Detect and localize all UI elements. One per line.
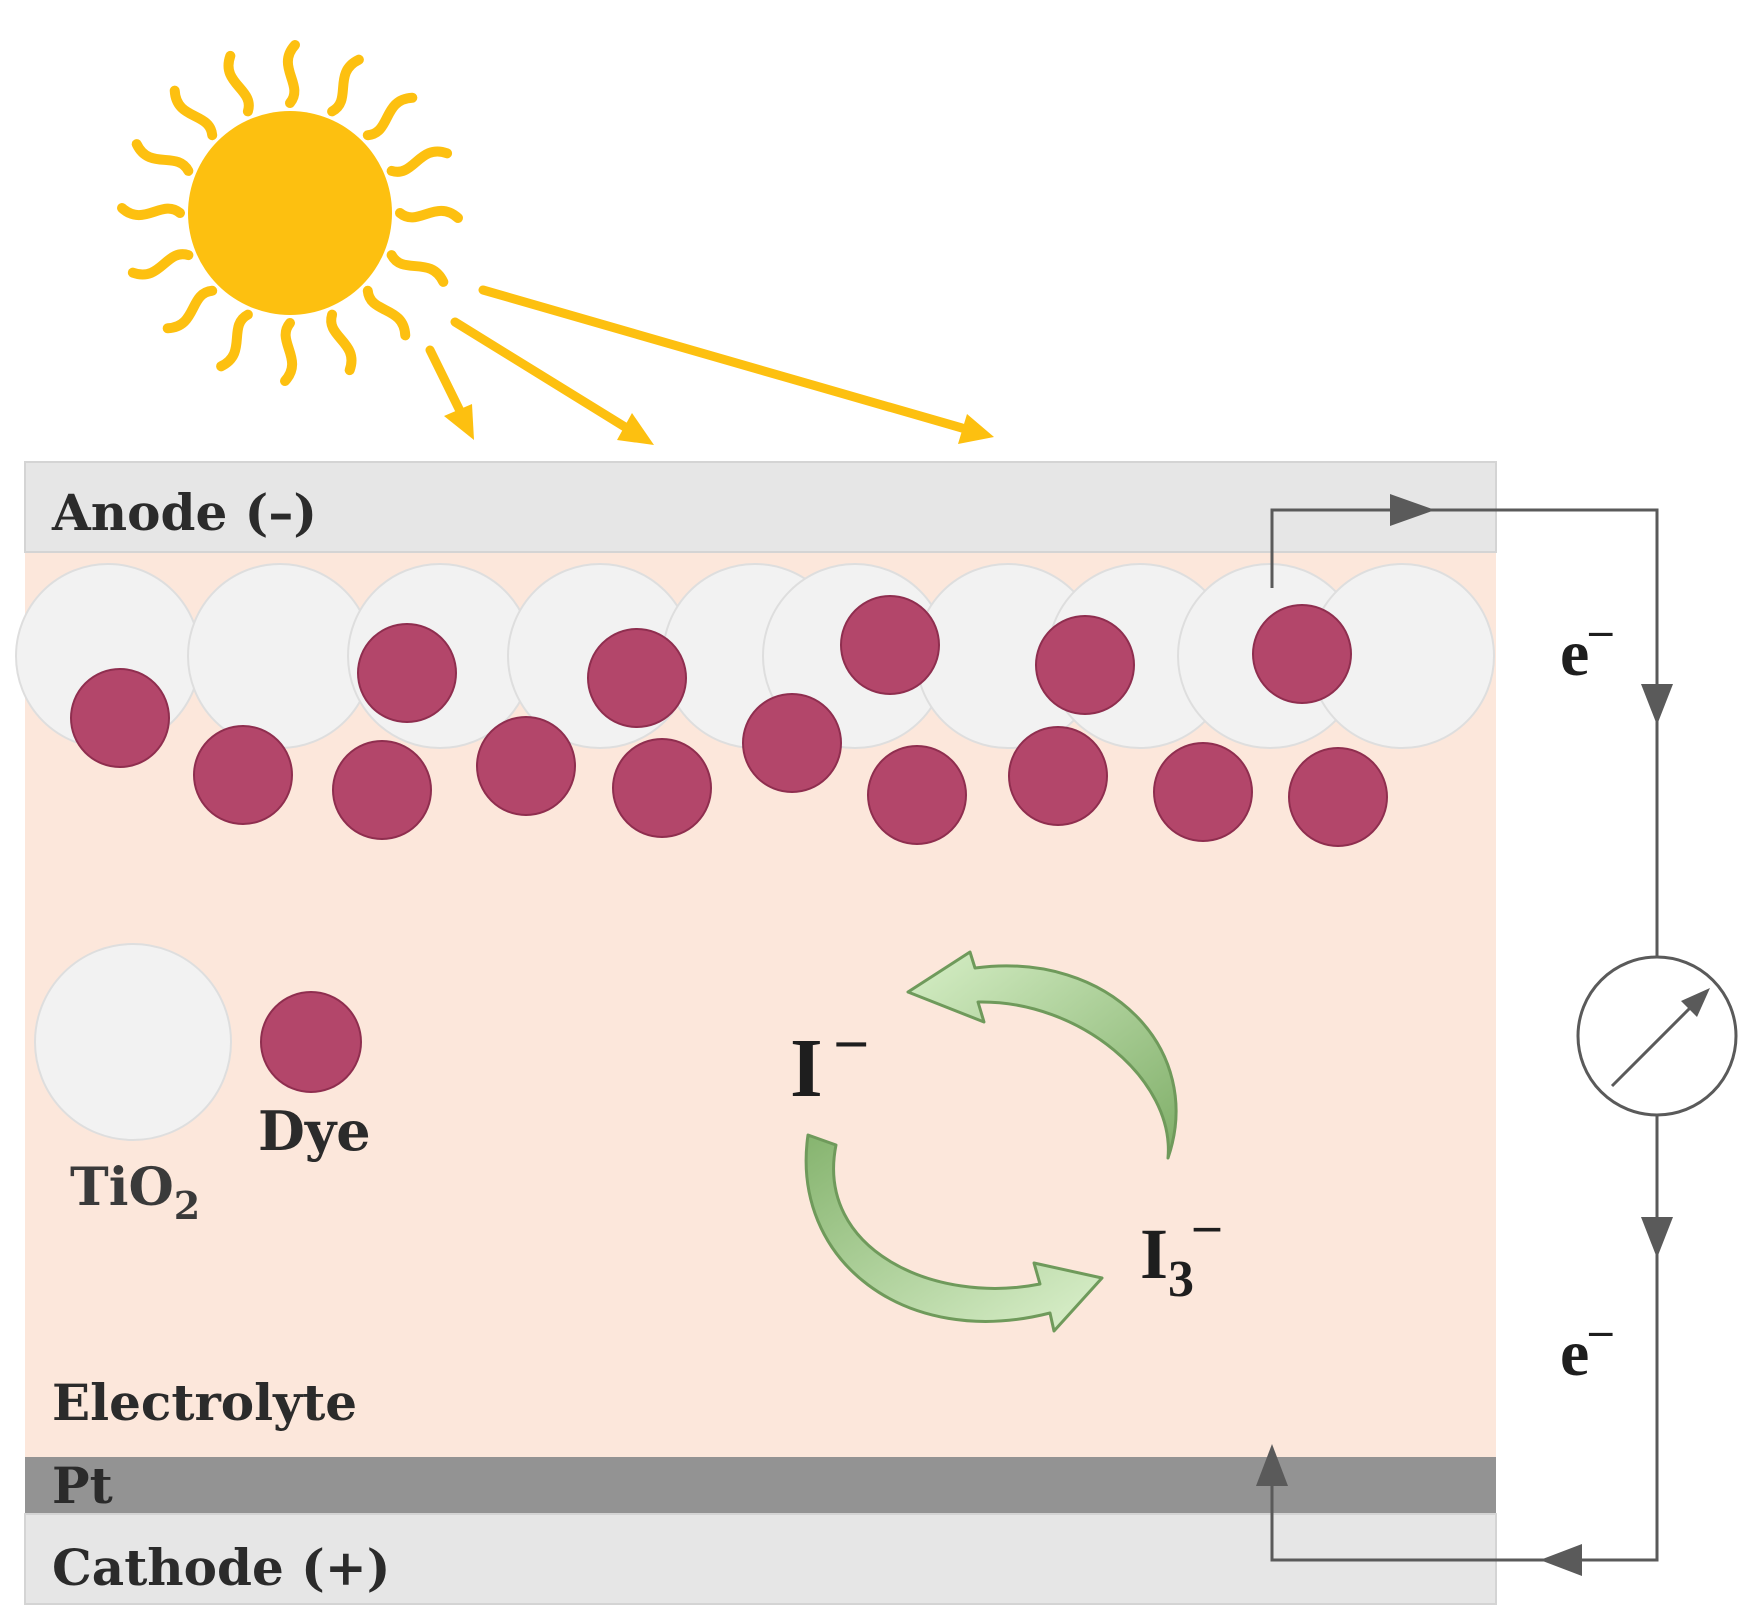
- arrow-left-icon: [1540, 1544, 1582, 1576]
- sun-ray: [117, 203, 185, 221]
- dye-molecule: [1288, 747, 1388, 847]
- sun-ray: [162, 285, 218, 334]
- light-rays: [425, 285, 994, 445]
- sun-ray: [327, 54, 364, 117]
- electron-label-top: e–: [1560, 604, 1613, 690]
- sun-ray: [362, 92, 418, 141]
- light-ray-2: [450, 317, 654, 445]
- tio2-particle: [187, 563, 373, 749]
- dye-molecule: [70, 668, 170, 768]
- sun-ray: [282, 40, 300, 108]
- triiodide-label: I3–: [1140, 1197, 1221, 1308]
- sun-ray: [386, 146, 453, 177]
- iodide-label: I–: [790, 1006, 867, 1115]
- external-circuit: [1270, 508, 1659, 1562]
- sun-rays: [117, 40, 463, 386]
- sun-disc: [188, 111, 392, 315]
- pt-layer: [25, 1457, 1496, 1514]
- sun-ray: [169, 85, 218, 141]
- sun-ray: [280, 318, 298, 386]
- dye-molecule: [1252, 604, 1352, 704]
- electron-label-bottom: e–: [1560, 1304, 1613, 1390]
- sun-ray: [127, 249, 194, 280]
- circuit-wire-bottom: [1270, 1115, 1659, 1562]
- dye-molecule: [867, 745, 967, 845]
- legend-tio2-label: TiO2: [70, 1157, 200, 1228]
- dye-molecule: [1153, 742, 1253, 842]
- arrow-down-icon: [1641, 1217, 1673, 1258]
- legend-tio2-particle: [34, 943, 232, 1141]
- light-ray-3: [478, 285, 994, 444]
- tio2-particles: [15, 563, 1495, 749]
- sun-ray: [216, 309, 253, 372]
- redox-cycle: I– I3–: [790, 950, 1221, 1333]
- anode-layer: [24, 461, 1497, 553]
- sun-icon: [117, 40, 463, 386]
- dye-molecule: [193, 725, 293, 825]
- sun-ray: [362, 285, 411, 341]
- electrolyte-label: Electrolyte: [52, 1373, 357, 1432]
- arrow-right-icon: [1390, 494, 1435, 526]
- anode-label: Anode (–): [51, 483, 317, 542]
- dye-molecule: [742, 693, 842, 793]
- dye-molecule: [332, 740, 432, 840]
- dye-molecule: [612, 738, 712, 838]
- redox-arrow-bottom: [804, 1133, 1104, 1333]
- arrow-down-icon: [1641, 684, 1673, 725]
- sun-ray: [223, 50, 254, 117]
- dye-molecule: [476, 716, 576, 816]
- ammeter-icon: [1576, 955, 1738, 1117]
- arrow-up-icon: [1256, 1444, 1288, 1486]
- dye-molecules: [70, 595, 1388, 847]
- legend: TiO2 Dye: [34, 943, 371, 1228]
- cathode-layer: [24, 1513, 1497, 1605]
- redox-arrow-top: [906, 950, 1178, 1160]
- legend-dye-label: Dye: [258, 1099, 371, 1163]
- sun-ray: [131, 139, 194, 176]
- legend-dye-molecule: [260, 991, 362, 1093]
- sun-ray: [395, 205, 463, 223]
- dye-molecule: [587, 628, 687, 728]
- dye-molecule: [1008, 726, 1108, 826]
- pt-label: Pt: [52, 1456, 113, 1515]
- dye-molecule: [357, 623, 457, 723]
- circuit-wire-top: [1270, 508, 1659, 957]
- circuit-arrows: [1256, 494, 1673, 1576]
- light-ray-1: [425, 345, 474, 440]
- dye-molecule: [840, 595, 940, 695]
- dye-molecule: [1035, 615, 1135, 715]
- sun-ray: [386, 250, 449, 287]
- cathode-label: Cathode (+): [52, 1538, 390, 1597]
- sun-ray: [326, 309, 357, 376]
